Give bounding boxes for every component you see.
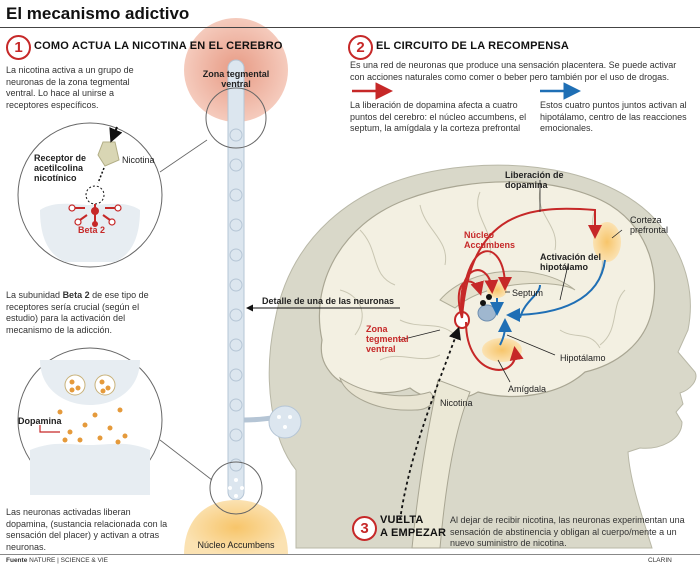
section-2-heading: EL CIRCUITO DE LA RECOMPENSA bbox=[376, 40, 570, 52]
section-2-number: 2 bbox=[348, 35, 373, 60]
zona-tegmental-label: Zona tegmental ventral bbox=[366, 324, 409, 354]
dopamina-zoom-circle bbox=[17, 347, 213, 495]
section-1-number: 1 bbox=[6, 35, 31, 60]
beta2-description: La subunidad Beta 2 de ese tipo de recep… bbox=[6, 290, 149, 335]
dopamina-description: Las neuronas activadas liberan dopamina,… bbox=[6, 507, 168, 552]
septum-label: Septum bbox=[512, 288, 544, 298]
page-title: El mecanismo adictivo bbox=[6, 4, 190, 23]
neuron-diagram bbox=[184, 18, 302, 555]
nucleo-accumbens-bottom-label: Núcleo Accumbens bbox=[197, 540, 275, 550]
receptor-label: Receptor de acetilcolina nicotínico bbox=[34, 153, 87, 183]
detalle-label: Detalle de una de las neuronas bbox=[262, 296, 395, 306]
nucleo-accumbens-label: Núcleo Accumbens bbox=[464, 230, 516, 250]
amigdala-label: Amígdala bbox=[508, 384, 547, 394]
section-1-intro: La nicotina activa a un grupo de neurona… bbox=[6, 65, 134, 110]
footer-credit: CLARIN bbox=[648, 557, 672, 564]
section-3-text: Al dejar de recibir nicotina, las neuron… bbox=[450, 515, 685, 548]
footer-rule bbox=[0, 554, 700, 555]
hypothalamus-circuit-blue bbox=[490, 259, 606, 346]
hipotalamo-label: Hipotálamo bbox=[560, 353, 606, 363]
zona-tegmental-top-label: Zona tegmental ventral bbox=[202, 69, 270, 89]
section-2-intro: Es una red de neuronas que produce una s… bbox=[350, 60, 677, 82]
nicotina-path bbox=[399, 326, 461, 521]
liberacion-label: Liberación de dopamina bbox=[505, 170, 564, 190]
head-silhouette bbox=[268, 164, 697, 549]
receptor-zoom-circle bbox=[17, 122, 208, 268]
section-1-heading: COMO ACTUA LA NICOTINA EN EL CEREBRO bbox=[34, 40, 283, 52]
footer-source: Fuente NATURE | SCIENCE & VIE bbox=[6, 557, 108, 564]
dopamina-label: Dopamina bbox=[18, 416, 62, 426]
activacion-label: Activación del hipotálamo bbox=[540, 252, 602, 272]
corteza-label: Corteza prefrontal bbox=[630, 215, 669, 235]
section-3-number: 3 bbox=[352, 516, 377, 541]
red-legend-text: La liberación de dopamina afecta a cuatr… bbox=[350, 100, 527, 133]
blue-legend-text: Estos cuatro puntos juntos activan al hi… bbox=[540, 100, 687, 133]
dopamine-circuit-red bbox=[457, 207, 602, 371]
beta2-label: Beta 2 bbox=[78, 225, 106, 235]
nicotina-path-label: Nicotina bbox=[440, 398, 473, 408]
septum-area bbox=[477, 304, 497, 322]
title-rule bbox=[0, 27, 700, 28]
nicotina-label: Nicotina bbox=[122, 155, 155, 165]
